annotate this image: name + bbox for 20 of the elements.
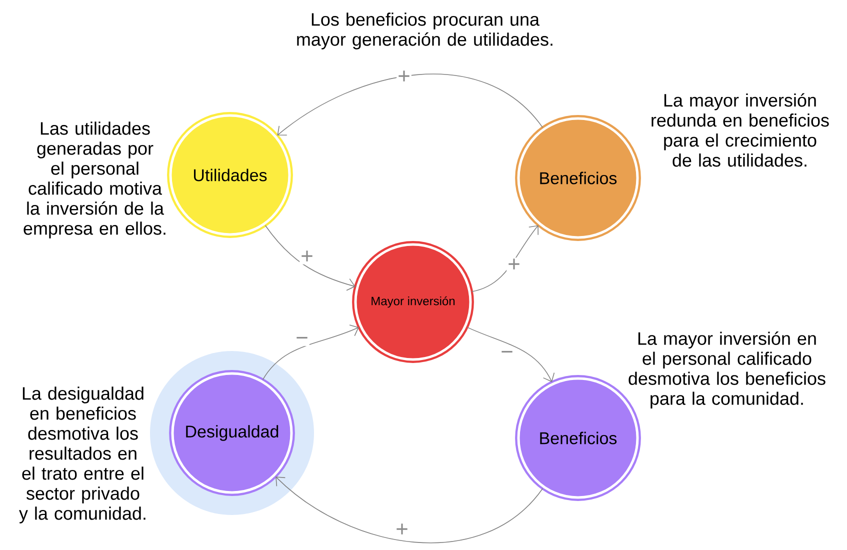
edge-label: −: [296, 336, 308, 339]
arrow: [264, 225, 356, 291]
arrow: [466, 326, 555, 382]
circle-node: Mayor inversión: [352, 241, 474, 363]
circle-node: Desigualdad: [150, 351, 314, 515]
circle-node: Utilidades: [167, 112, 293, 238]
circle-node: Beneficios: [515, 115, 641, 241]
edge-label: +: [508, 258, 520, 270]
arrow: [277, 74, 544, 136]
caption-text: Los beneficios procuran una mayor generación de utilidades.: [297, 12, 552, 50]
edge-label: +: [302, 250, 312, 262]
edge-label: +: [396, 524, 408, 534]
description-text: Las utilidades generadas por el personal calificado motiva la inversión de la empresa en ellos.: [24, 122, 166, 238]
edge-label: −: [502, 350, 512, 353]
arrow: [262, 324, 359, 380]
arrow: [471, 225, 538, 292]
description-text: La mayor inversión redunda en beneficios para el crecimiento de las utilidades.: [652, 93, 829, 167]
description-text: La desigualdad en beneficios desmotiva los resultados en el trato entre el sector privado y la comunidad.: [19, 386, 146, 524]
edge-label: +: [398, 70, 410, 82]
arrow: [276, 476, 544, 544]
